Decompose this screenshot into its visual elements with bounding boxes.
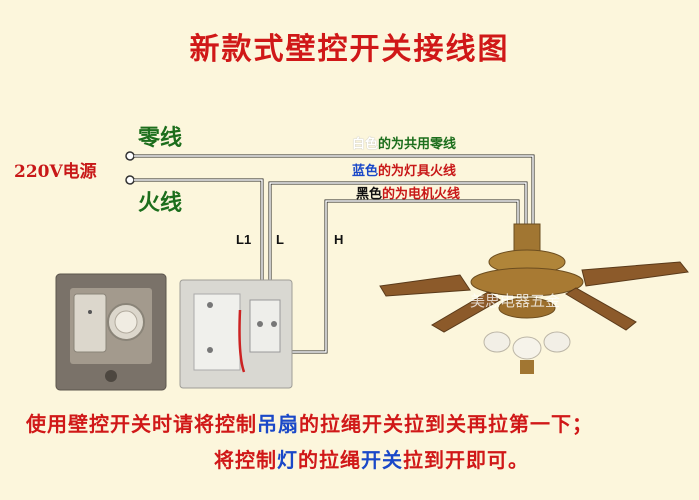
neutral-terminal [125, 151, 135, 161]
control-module [193, 293, 241, 371]
neutral-wire-label: 零线 [138, 125, 183, 151]
fan-blade [565, 287, 637, 331]
terminal-label-h: H [334, 232, 344, 247]
lamp-shade [483, 331, 511, 353]
power-source-label: 220V电源 [14, 162, 97, 182]
light-wire [268, 181, 528, 292]
legend-white: 白色的为共用零线 [352, 137, 457, 152]
fan-toggle-key [73, 293, 107, 353]
live-wire [134, 178, 264, 292]
motor-wire [292, 199, 520, 354]
fan-blade [581, 261, 689, 287]
page-title: 新款式壁控开关接线图 [189, 32, 510, 67]
instruction-line-2: 将控制灯的拉绳开关拉到开即可。 [214, 448, 529, 472]
terminal-label-l1: L1 [236, 232, 252, 247]
fan-blade [431, 291, 501, 333]
lamp-shade [512, 336, 542, 360]
fan-blade [379, 274, 471, 297]
instruction-line-1: 使用壁控开关时请将控制吊扇的拉绳开关拉到关再拉第一下； [26, 412, 593, 436]
ceiling-fan [379, 223, 689, 374]
live-wire-label: 火线 [138, 190, 183, 216]
neutral-wire [134, 154, 535, 225]
lamp-shade [543, 331, 571, 353]
wall-control-panel [55, 273, 167, 391]
indicator-icon [105, 370, 117, 382]
watermark: 美思电器五金 [470, 292, 561, 310]
legend-black: 黑色的为电机火线 [356, 187, 461, 202]
live-terminal [125, 175, 135, 185]
switch-back-housing [179, 279, 293, 389]
terminal-label-l: L [276, 232, 284, 247]
legend-blue: 蓝色的为灯具火线 [352, 164, 457, 179]
